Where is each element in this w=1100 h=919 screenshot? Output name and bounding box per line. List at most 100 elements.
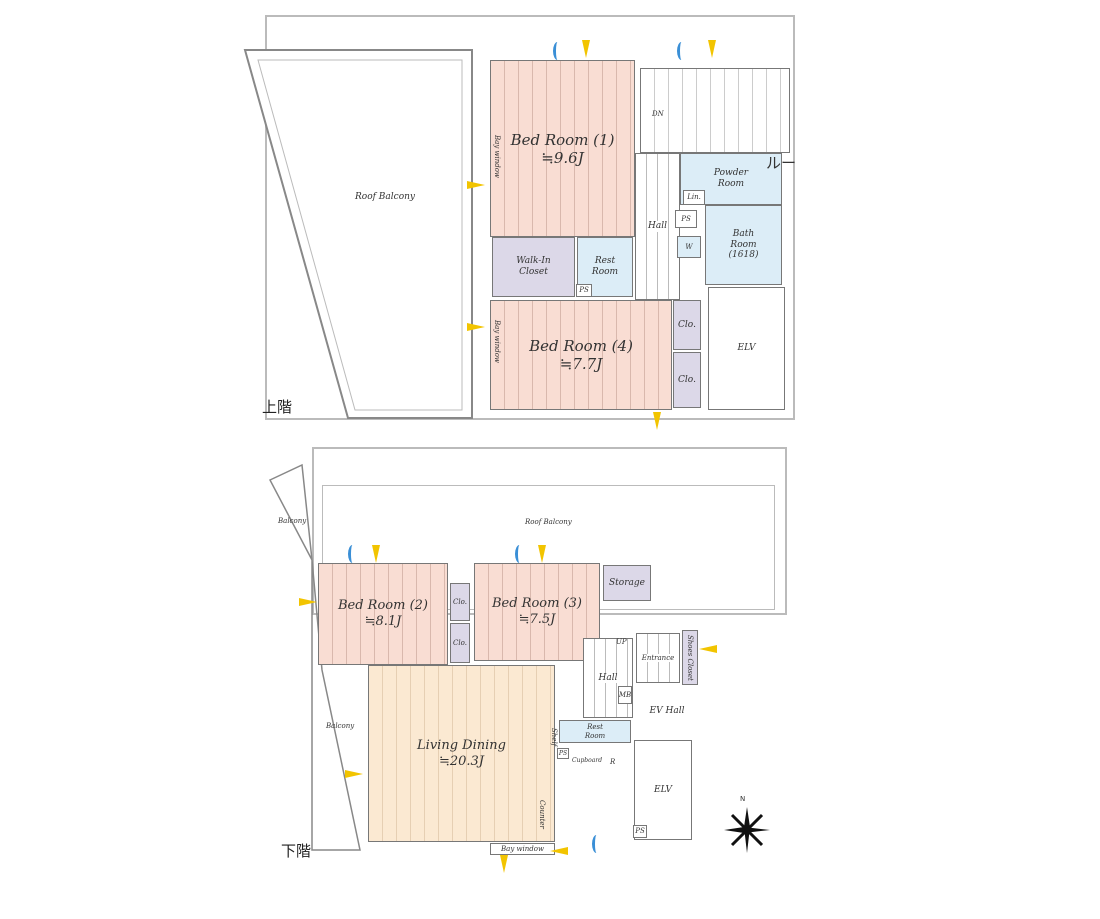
bay-window-label: Bay window [501,844,544,853]
roof-balcony-label: Roof Balcony [355,192,416,202]
elevator: ELV [708,287,785,410]
closet-label: Clo. [678,374,696,385]
washer-label: W [685,242,693,251]
walk-in-closet-label: Walk-In Closet [516,256,551,277]
airflow-in-icon [582,40,590,58]
counter-label: Counter [538,800,546,829]
storage-label: Storage [609,577,645,588]
ps-box: PS [576,284,592,297]
rest-room: Rest Room [559,720,631,743]
compass-rose-icon [724,807,770,853]
closet: Clo. [673,352,701,408]
ev-hall-label: EV Hall [649,705,685,716]
roof-balcony-outline [243,49,473,419]
washer: W [677,236,701,258]
bed-room-2-name: Bed Room (2) [337,598,429,614]
bay-window-label: Bay window [493,320,501,363]
airflow-in-icon [699,645,717,653]
ps-box: PS [675,210,697,228]
bed-room-2: Bed Room (2) ≒8.1J [318,563,448,665]
living-dining-name: Living Dining [417,737,506,753]
compass: N [722,795,772,855]
refrigerator-label: R [610,758,616,766]
powder-room-label: Powder Room [713,168,749,189]
elevator-label: ELV [737,343,756,354]
airflow-in-icon [500,855,508,873]
airflow-out-icon [553,42,562,60]
bath-room-label: Bath Room [730,228,757,250]
closet-label: Clo. [678,319,696,330]
meter-box-label: MB [618,690,632,699]
shoes-closet: Shoes Closet [682,630,698,685]
bed-room-4-size: ≒7.7J [559,355,603,373]
bed-room-2-size: ≒8.1J [364,614,402,629]
ps-box: PS [557,748,569,759]
hall-label: Hall [598,672,618,684]
kitchen-size: ≒4.5J [583,803,604,812]
bay-window: Bay window [490,843,555,855]
airflow-in-icon [653,412,661,430]
storage: Storage [603,565,651,601]
upper-floor-label: 上階 [262,398,293,416]
stairs-up-label: UP [616,638,627,646]
rest-room-label: Rest Room [584,723,606,740]
closet-label: Clo. [453,638,467,647]
bed-room-1-size: ≒9.6J [541,148,584,167]
entrance-label: Entrance [641,653,675,663]
bath-room-size: (1618) [728,250,759,261]
bed-room-4: Bed Room (4) ≒7.7J [490,300,672,410]
kitchen-name: Kitchen [579,795,608,804]
bed-room-3-name: Bed Room (3) [491,596,583,612]
closet: Clo. [673,300,701,350]
shelf-label: Shelf [550,728,558,747]
rest-room-label: Rest Room [591,256,619,277]
upper-outer-wall [265,15,795,420]
overlay-text: ルー [766,154,797,172]
living-dining: Living Dining ≒20.3J [368,665,555,842]
elevator-label: ELV [654,784,672,795]
ps-box: PS [633,825,647,838]
stairs-down-label: DN [652,110,664,118]
airflow-out-icon [677,42,686,60]
closet: Clo. [450,583,470,621]
bay-window-label: Bay window [493,135,501,178]
ps-label: PS [681,214,691,223]
closet-label: Clo. [453,597,467,606]
airflow-in-icon [372,545,380,563]
hall-label: Hall [648,221,667,232]
meter-box: MB [618,686,632,704]
balcony-label: Balcony [278,517,307,525]
balcony-label: Balcony [326,722,355,730]
airflow-in-icon [708,40,716,58]
living-dining-size: ≒20.3J [438,753,485,769]
airflow-out-icon [592,835,601,853]
cupboard-label: Cupboard [572,757,603,764]
bath-room: Bath Room (1618) [705,205,782,285]
elevator: ELV [634,740,692,840]
bed-room-4-name: Bed Room (4) [529,337,633,355]
walk-in-closet: Walk-In Closet [492,237,575,297]
airflow-out-icon [515,545,524,563]
hall: Hall [583,638,633,718]
bed-room-1-name: Bed Room (1) [510,130,615,149]
ps-label: PS [558,749,568,757]
linen-label: Lin. [687,193,701,202]
airflow-in-icon [538,545,546,563]
linen-closet: Lin. [683,190,705,205]
ps-label: PS [635,827,645,836]
balcony-outline [268,463,361,851]
ev-hall: EV Hall [634,686,700,736]
entrance: Entrance [636,633,680,683]
shoes-closet-label: Shoes Closet [686,634,695,681]
roof-balcony-label: Roof Balcony [525,518,572,526]
closet: Clo. [450,623,470,663]
hall: Hall [635,153,680,300]
bed-room-3-size: ≒7.5J [518,612,556,627]
ps-label: PS [579,286,589,295]
staircase [640,68,790,153]
compass-north-label: N [740,795,746,803]
bed-room-3: Bed Room (3) ≒7.5J [474,563,600,661]
bed-room-1: Bed Room (1) ≒9.6J [490,60,635,237]
airflow-out-icon [348,545,357,563]
lower-floor-label: 下階 [281,842,312,860]
